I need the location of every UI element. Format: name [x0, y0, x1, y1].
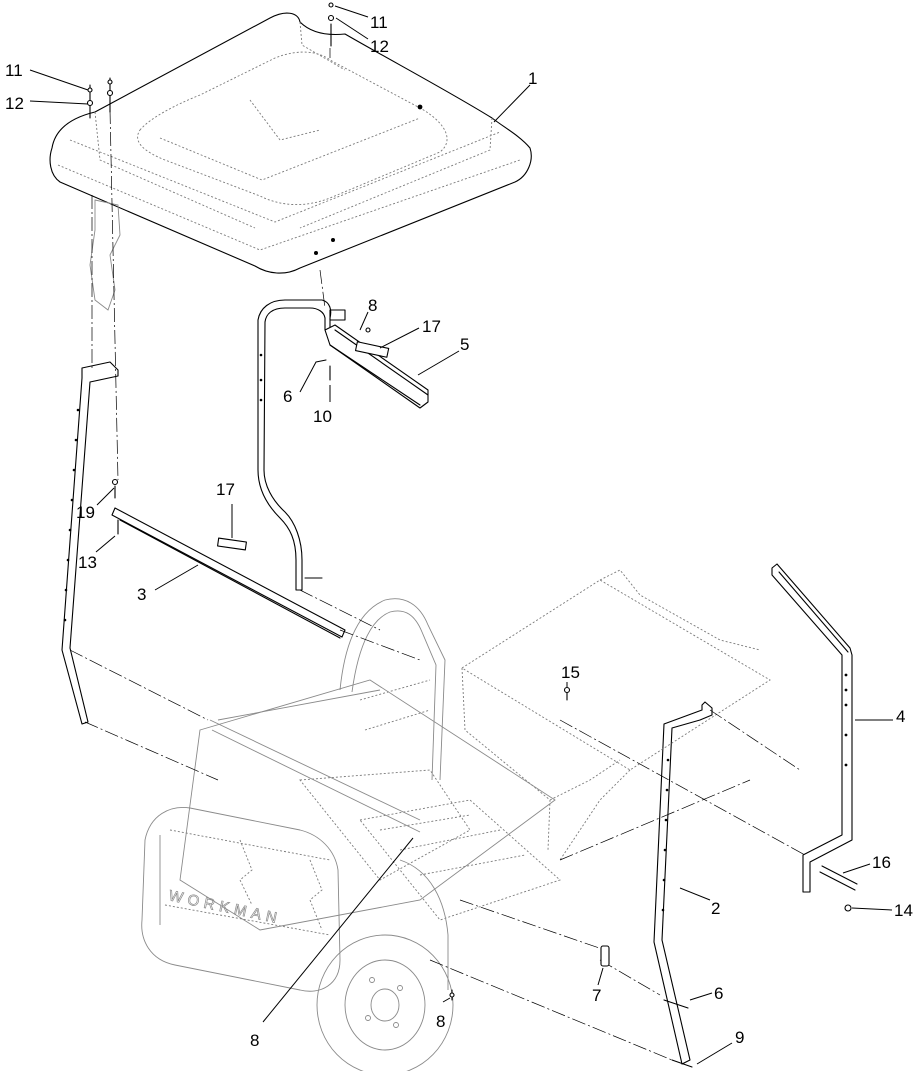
workman-brand-text: WORKMAN [167, 887, 283, 928]
canopy-roof [49, 12, 532, 274]
callout-12: 12 [370, 37, 389, 56]
callout-13: 13 [78, 553, 97, 572]
rear-post-right [771, 563, 858, 912]
front-post-left [61, 199, 121, 725]
callout-5: 5 [460, 335, 469, 354]
callout-11: 11 [370, 13, 388, 32]
callout-17: 17 [422, 317, 441, 336]
callout-16: 16 [872, 853, 891, 872]
callout-17: 17 [216, 480, 235, 499]
assembly-lines [69, 48, 806, 1061]
callout-8: 8 [368, 296, 377, 315]
callout-10: 10 [313, 407, 332, 426]
leader-lines [29, 5, 893, 1065]
callout-labels: 11 12 11 12 1 8 17 5 6 10 17 19 13 3 15 … [5, 13, 913, 1050]
callout-1: 1 [528, 69, 537, 88]
rear-post-left [653, 701, 713, 1068]
callout-7: 7 [592, 986, 601, 1005]
callout-2: 2 [711, 899, 720, 918]
front-support [257, 299, 429, 591]
callout-19: 19 [76, 503, 95, 522]
callout-12: 12 [5, 94, 24, 113]
callout-6: 6 [283, 387, 292, 406]
callout-6: 6 [714, 984, 723, 1003]
callout-9: 9 [735, 1028, 744, 1047]
callout-8: 8 [250, 1031, 259, 1050]
vehicle-body: WORKMAN [141, 569, 771, 1071]
hardware [86, 2, 610, 1001]
callout-11: 11 [5, 61, 23, 80]
cross-bar [111, 478, 346, 639]
callout-15: 15 [561, 663, 580, 682]
callout-8: 8 [436, 1012, 445, 1031]
callout-3: 3 [137, 585, 146, 604]
callout-4: 4 [896, 707, 905, 726]
callout-14: 14 [894, 901, 913, 920]
